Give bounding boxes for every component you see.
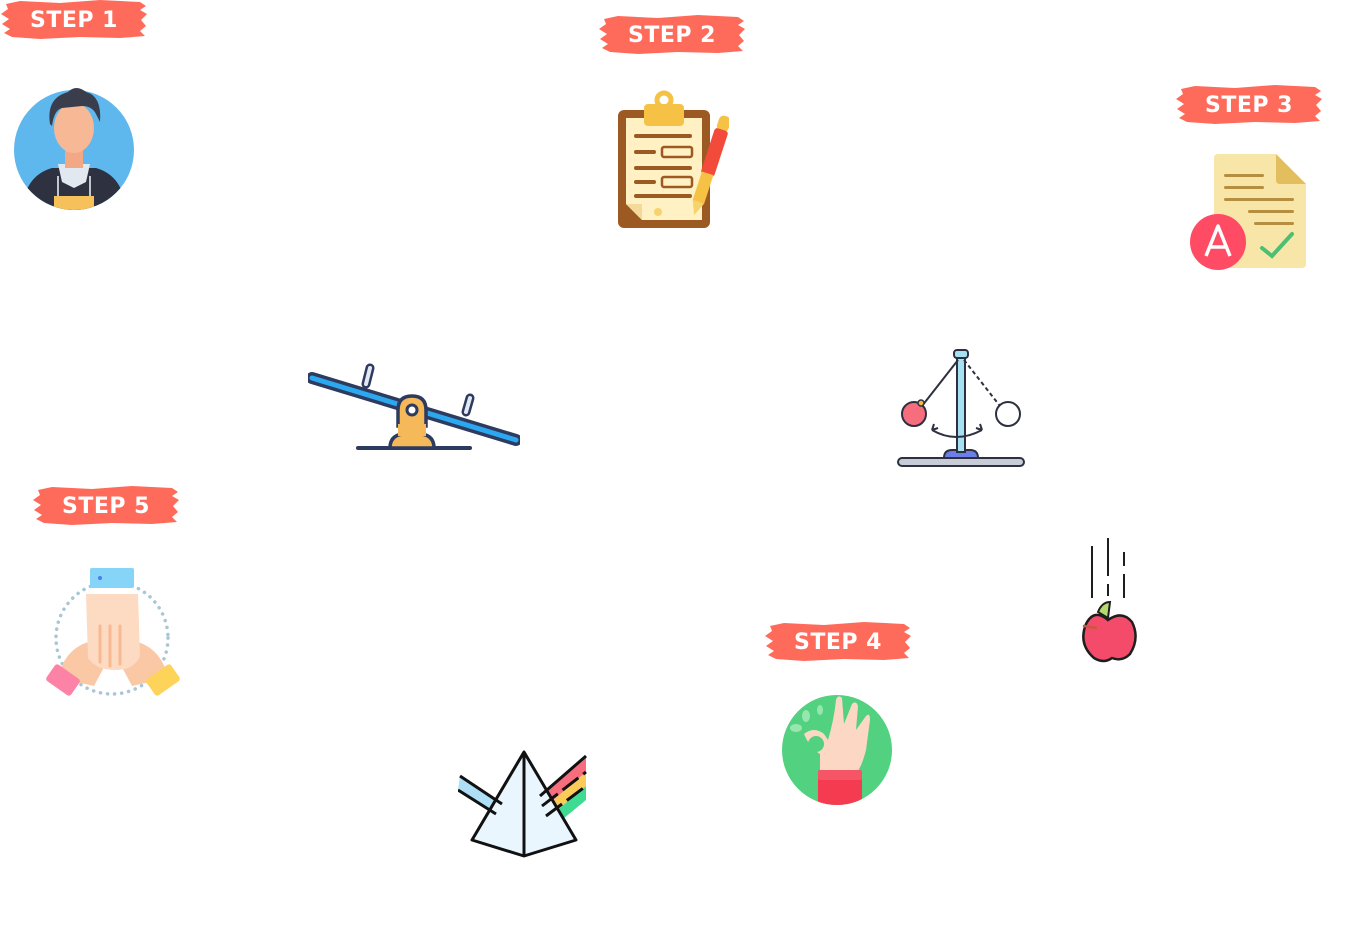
step-2-badge: STEP 2 — [598, 13, 746, 57]
step-4-label: STEP 4 — [794, 629, 882, 655]
step-5-badge: STEP 5 — [32, 484, 180, 528]
step-3-badge: STEP 3 — [1175, 83, 1323, 127]
falling-apple-icon — [1078, 538, 1142, 666]
step-3-label: STEP 3 — [1205, 92, 1293, 118]
clipboard-form-icon — [614, 90, 729, 230]
person-avatar-icon — [12, 84, 137, 212]
prism-icon — [458, 748, 590, 860]
graded-document-icon — [1188, 150, 1308, 270]
step-1-label: STEP 1 — [30, 7, 118, 33]
seesaw-icon — [308, 362, 520, 454]
pendulum-icon — [896, 344, 1028, 472]
ok-hand-gesture-icon — [780, 690, 896, 808]
step-5-label: STEP 5 — [62, 493, 150, 519]
step-2-label: STEP 2 — [628, 22, 716, 48]
step-4-badge: STEP 4 — [764, 620, 912, 664]
step-1-badge: STEP 1 — [0, 0, 148, 42]
teamwork-hands-icon — [44, 566, 188, 708]
